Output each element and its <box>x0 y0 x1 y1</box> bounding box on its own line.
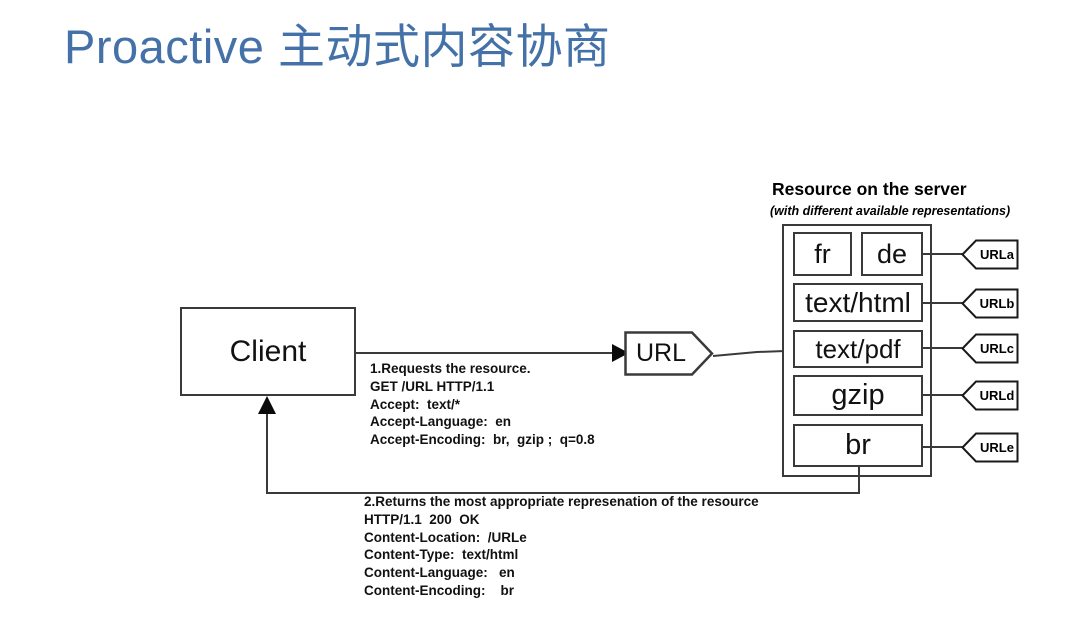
url-tag-urle[interactable]: URLe <box>961 432 1019 463</box>
url-pentagon-icon <box>624 331 714 376</box>
representation-box-br[interactable]: br <box>793 424 923 467</box>
url-tag-urlb[interactable]: URLb <box>961 288 1019 319</box>
representation-label: text/pdf <box>815 333 901 364</box>
page-title: Proactive 主动式内容协商 <box>64 20 611 73</box>
representation-box-text-pdf[interactable]: text/pdf <box>793 330 923 368</box>
representation-box-text-html[interactable]: text/html <box>793 283 923 322</box>
tag-pentagon-icon <box>961 432 1019 463</box>
request-arrow-line <box>356 352 618 354</box>
connector-line-urle <box>922 446 963 448</box>
connector-line-urlb <box>922 302 963 304</box>
representation-box-gzip[interactable]: gzip <box>793 375 923 416</box>
url-tag-urlc[interactable]: URLc <box>961 333 1019 364</box>
url-tag-label: URLa <box>980 247 1014 262</box>
url-node-label: URL <box>635 339 686 367</box>
tag-pentagon-icon <box>961 239 1019 270</box>
tag-pentagon-icon <box>961 288 1019 319</box>
server-heading: Resource on the server <box>772 179 967 199</box>
representation-label: gzip <box>831 379 885 411</box>
response-line-vertical-left <box>266 412 268 494</box>
response-line-vertical-right <box>858 467 860 494</box>
representation-label: br <box>845 429 871 461</box>
response-line-horizontal <box>266 492 860 494</box>
url-to-server-connector <box>713 350 785 357</box>
url-tag-label: URLc <box>980 341 1014 356</box>
representation-label: text/html <box>805 286 911 318</box>
request-message-text: 1.Requests the resource. GET /URL HTTP/1… <box>370 361 595 448</box>
representation-label: de <box>876 238 908 269</box>
client-box[interactable]: Client <box>180 307 356 396</box>
url-tag-label: URLe <box>980 440 1014 455</box>
url-tag-urld[interactable]: URLd <box>961 380 1019 411</box>
url-tag-label: URLb <box>979 296 1015 311</box>
client-label: Client <box>229 334 307 368</box>
representation-box-de[interactable]: de <box>861 232 923 276</box>
tag-pentagon-icon <box>961 333 1019 364</box>
response-arrowhead-icon <box>258 396 276 414</box>
representation-label: fr <box>814 238 831 269</box>
server-subheading: (with different available representation… <box>770 204 1011 218</box>
response-message-text: 2.Returns the most appropriate represena… <box>364 494 759 598</box>
tag-pentagon-icon <box>961 380 1019 411</box>
connector-line-urlc <box>922 347 963 349</box>
url-node[interactable]: URL <box>624 331 714 376</box>
url-tag-label: URLd <box>979 388 1015 403</box>
connector-line-urld <box>922 394 963 396</box>
url-tag-urla[interactable]: URLa <box>961 239 1019 270</box>
connector-line-urla <box>922 253 963 255</box>
representation-box-fr[interactable]: fr <box>793 232 852 276</box>
